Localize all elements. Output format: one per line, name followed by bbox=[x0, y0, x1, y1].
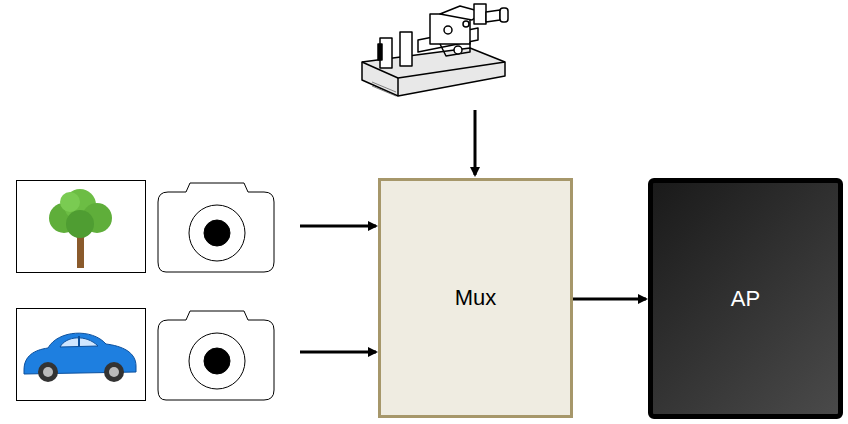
camera-icon bbox=[158, 183, 274, 272]
box-label: AP bbox=[731, 286, 760, 312]
tree-picture bbox=[17, 181, 146, 273]
camera-icon bbox=[158, 311, 274, 400]
mux-box: Mux bbox=[378, 178, 573, 418]
input-arrow bbox=[300, 351, 376, 354]
switch-illustration bbox=[362, 4, 508, 96]
input-arrow bbox=[300, 225, 376, 228]
data-arrow bbox=[573, 298, 646, 301]
box-label: Mux bbox=[455, 285, 497, 311]
processor-box: AP bbox=[648, 178, 843, 419]
car-picture bbox=[17, 309, 146, 401]
control-arrow bbox=[474, 110, 477, 175]
